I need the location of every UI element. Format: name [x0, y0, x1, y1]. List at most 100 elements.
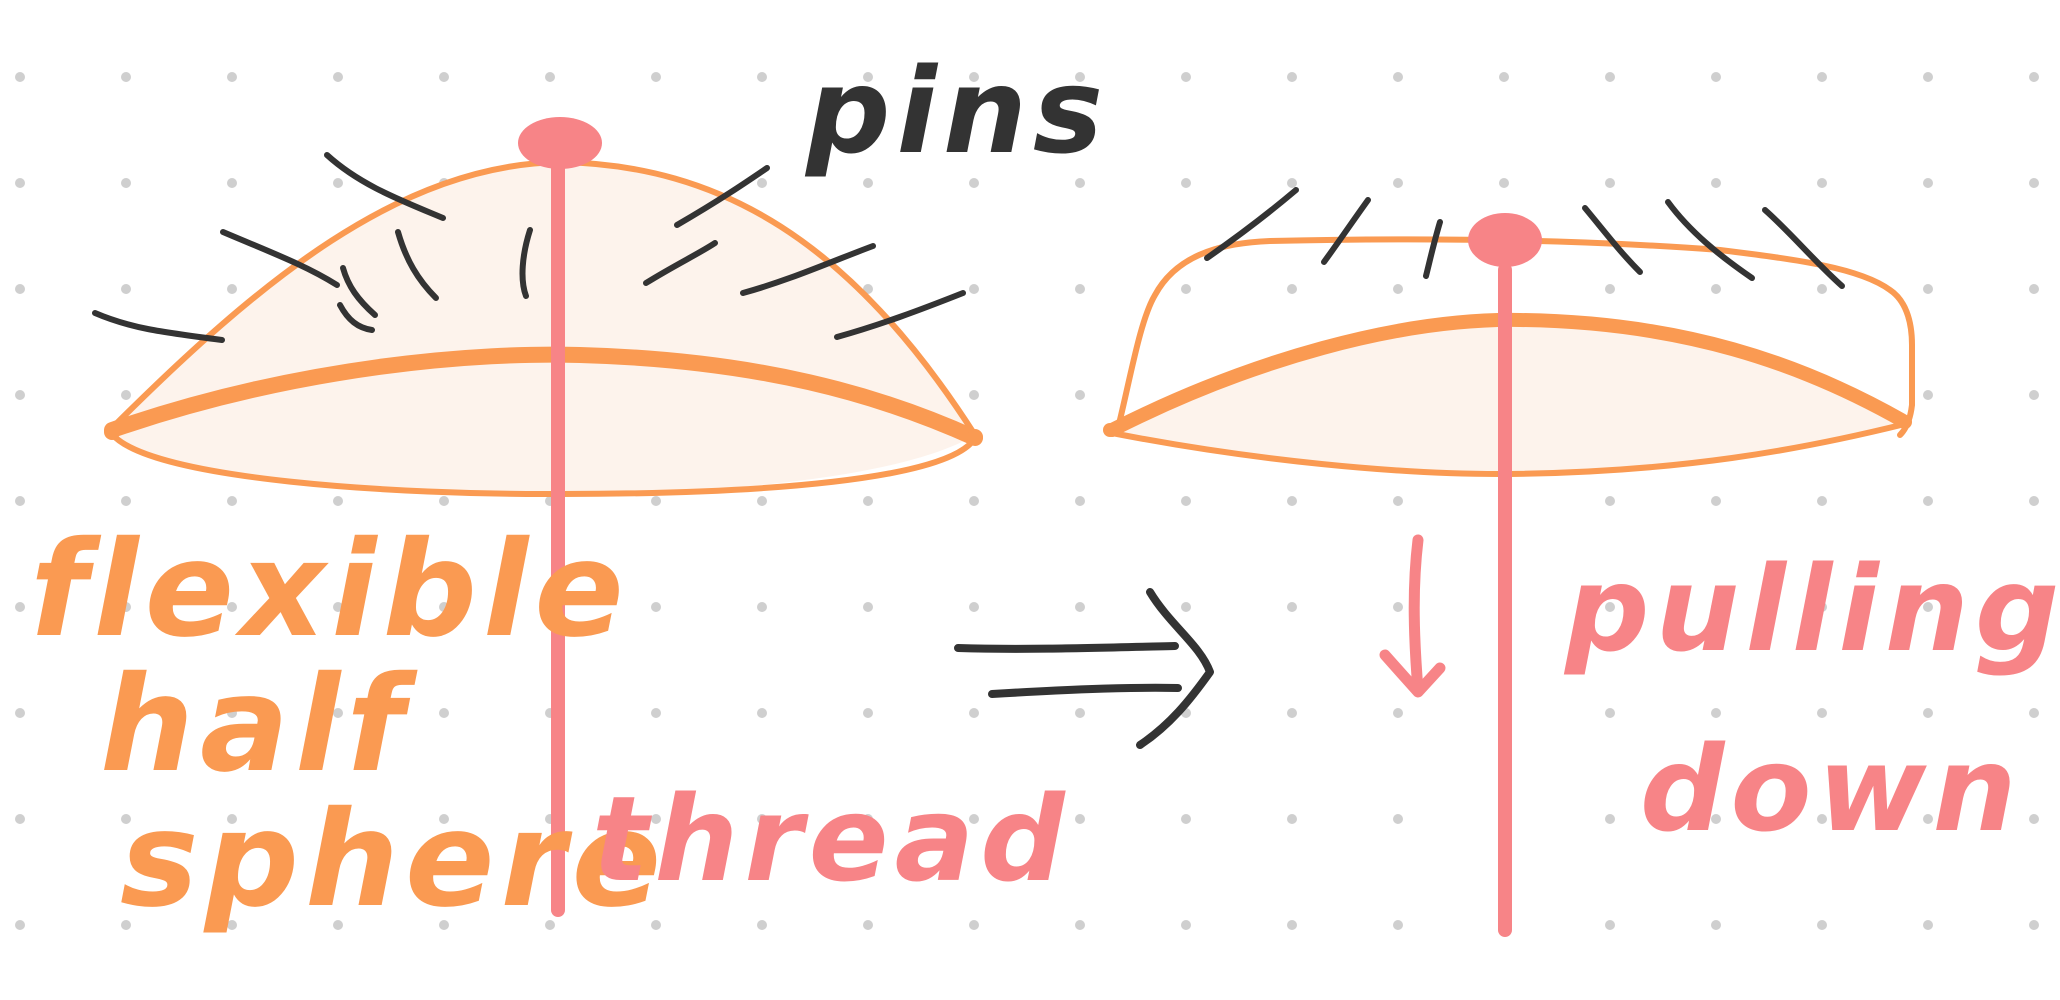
grid-dot [1923, 602, 1933, 612]
grid-dot [1817, 708, 1827, 718]
grid-dot [1817, 814, 1827, 824]
grid-dot [1287, 920, 1297, 930]
grid-dot [333, 602, 343, 612]
grid-dot [1287, 496, 1297, 506]
left-thread-knot [518, 117, 602, 169]
pin-stroke [519, 227, 533, 299]
grid-dot [1181, 602, 1191, 612]
grid-dot [1075, 178, 1085, 188]
right-top-outline [1115, 236, 1915, 438]
label-pulling: pulling [1563, 540, 2060, 678]
grid-dot [15, 602, 25, 612]
arrow-shaft-bottom [988, 683, 1182, 698]
grid-dot [969, 708, 979, 718]
grid-dot [1393, 72, 1403, 82]
grid-dot [1605, 178, 1615, 188]
grid-dot [333, 72, 343, 82]
grid-dot [1923, 284, 1933, 294]
grid-dot [1181, 178, 1191, 188]
grid-dot [1393, 920, 1403, 930]
grid-dot [969, 602, 979, 612]
grid-dot [651, 602, 661, 612]
pin-stroke [340, 265, 378, 318]
grid-dot [969, 284, 979, 294]
grid-dot [15, 496, 25, 506]
grid-dot [1287, 284, 1297, 294]
pin-stroke [834, 290, 966, 340]
grid-dot [121, 284, 131, 294]
grid-dot [969, 496, 979, 506]
grid-dot [439, 496, 449, 506]
grid-dot [2029, 920, 2039, 930]
grid-dot [15, 920, 25, 930]
label-flexible: flexible [30, 513, 630, 667]
grid-dot [1075, 814, 1085, 824]
grid-dot [1711, 602, 1721, 612]
grid-dot [1393, 284, 1403, 294]
grid-dot [1711, 496, 1721, 506]
grid-dot [439, 920, 449, 930]
grid-dot [2029, 496, 2039, 506]
left-thread [518, 117, 602, 917]
grid-dot [15, 72, 25, 82]
grid-dot [2029, 72, 2039, 82]
pull-down-arrow-head [1379, 649, 1446, 698]
grid-dot [1923, 390, 1933, 400]
grid-dot [2029, 178, 2039, 188]
grid-dot [1181, 920, 1191, 930]
grid-dot [1711, 814, 1721, 824]
grid-dot [1075, 708, 1085, 718]
grid-dot [1075, 72, 1085, 82]
label-pulling-down: pulling down [1563, 540, 2060, 858]
grid-dot [439, 814, 449, 824]
grid-dot [121, 496, 131, 506]
grid-dot [2029, 814, 2039, 824]
grid-dot [757, 814, 767, 824]
grid-dot [333, 920, 343, 930]
grid-dot [333, 496, 343, 506]
right-rim-back [1105, 312, 1912, 437]
grid-dot [1923, 178, 1933, 188]
grid-dot [1711, 708, 1721, 718]
grid-dot [757, 496, 767, 506]
grid-dot [227, 496, 237, 506]
grid-dot [1605, 708, 1615, 718]
grid-dot [2029, 284, 2039, 294]
grid-dot [1181, 814, 1191, 824]
grid-dot [121, 390, 131, 400]
grid-dot [1923, 920, 1933, 930]
grid-dot [757, 72, 767, 82]
grid-dot [15, 708, 25, 718]
grid-dot [1605, 284, 1615, 294]
grid-dot [1287, 814, 1297, 824]
grid-dot [1393, 496, 1403, 506]
pin-stroke [1423, 219, 1443, 279]
right-thread [1379, 213, 1542, 937]
grid-dot [1817, 920, 1827, 930]
left-dome-rim-back [104, 346, 983, 446]
grid-dot [1923, 708, 1933, 718]
pull-down-arrow [1379, 534, 1446, 698]
grid-dot [15, 178, 25, 188]
pin-stroke [643, 240, 718, 286]
grid-dot [863, 708, 873, 718]
grid-dot [227, 708, 237, 718]
grid-dot [1075, 496, 1085, 506]
arrow-head [1136, 588, 1214, 749]
right-thread-knot [1468, 213, 1542, 267]
grid-dot [2029, 708, 2039, 718]
grid-dot [1075, 920, 1085, 930]
grid-dot [1817, 72, 1827, 82]
left-half-sphere [104, 158, 983, 498]
label-thread: thread [592, 770, 1071, 908]
grid-dot [333, 708, 343, 718]
pin-stroke [1321, 197, 1371, 265]
transition-arrow [954, 588, 1214, 749]
grid-dot [1605, 72, 1615, 82]
grid-dot [2029, 390, 2039, 400]
grid-dot [1075, 284, 1085, 294]
pin-stroke [1762, 207, 1845, 289]
grid-dot [1711, 72, 1721, 82]
grid-dot [651, 72, 661, 82]
